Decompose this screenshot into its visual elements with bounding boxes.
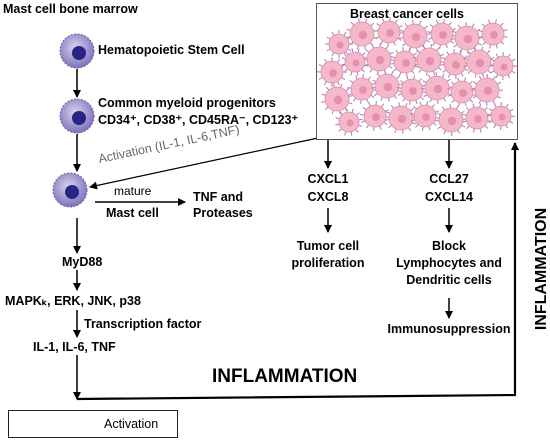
chemokine-cxcl8: CXCL8 — [307, 190, 349, 204]
cancer-cell-icon — [399, 20, 431, 52]
pathway-transcription: Transcription factor — [84, 317, 202, 331]
title: Mast cell bone marrow — [3, 2, 138, 16]
cmp-markers: CD34⁺, CD38⁺, CD45RA⁻, CD123⁺ — [98, 113, 299, 127]
cmp-cell-icon — [59, 98, 95, 134]
cancer-cell-icon — [420, 71, 454, 105]
hsc-label: Hematopoietic Stem Cell — [98, 43, 245, 57]
inflammation-side-label: INFLAMMATION — [533, 207, 550, 331]
cancer-cell-icon — [470, 73, 504, 107]
pathway-myd88: MyD88 — [62, 255, 103, 269]
block-effect-2: Lymphocytes and — [396, 256, 502, 270]
cancer-cell-icon — [410, 101, 440, 131]
tumor-effect-1: Tumor cell — [296, 239, 360, 253]
cancer-cell-icon — [335, 108, 363, 136]
cancer-cell-icon — [451, 22, 483, 54]
legend-label: Activation — [104, 417, 159, 431]
legend-box — [8, 410, 178, 438]
cancer-cell-icon — [478, 19, 508, 49]
cancer-cell-icon — [463, 46, 495, 78]
cancer-cell-icon — [341, 48, 369, 76]
cmp-label: Common myeloid progenitors — [98, 96, 276, 110]
cancer-cell-icon — [346, 18, 378, 50]
cancer-cells-cluster — [316, 17, 518, 137]
immunosuppression-label: Immunosuppression — [387, 322, 511, 336]
cancer-cell-icon — [439, 48, 471, 80]
chemokine-cxcl1: CXCL1 — [307, 172, 349, 186]
inflammation-loop-line — [76, 142, 519, 401]
cancer-cell-icon — [486, 101, 516, 131]
cancer-cell-icon — [371, 70, 403, 102]
cancer-cell-icon — [363, 43, 395, 75]
pathway-mapk: MAPKₖ, ERK, JNK, p38 — [5, 294, 141, 308]
chemokine-cxcl14: CXCL14 — [425, 190, 473, 204]
tnf-label-2: Proteases — [193, 206, 253, 220]
cancer-cell-icon — [316, 56, 348, 88]
cancer-cell-icon — [321, 83, 353, 115]
block-effect-3: Dendritic cells — [406, 273, 492, 287]
cancer-cell-icon — [462, 103, 492, 133]
cancer-cell-icon — [397, 75, 427, 105]
cancer-cell-icon — [385, 102, 417, 134]
cancer-cell-icon — [434, 103, 468, 137]
cancer-cell-icon — [390, 47, 420, 77]
tnf-label-1: TNF and — [193, 190, 243, 204]
inflammation-bottom-label: INFLAMMATION — [212, 366, 358, 387]
cancer-cell-icon — [427, 19, 457, 49]
cancer-cell-icon — [488, 51, 518, 81]
chemokine-ccl27: CCL27 — [429, 172, 469, 186]
cancer-box-title: Breast cancer cells — [350, 7, 464, 21]
mast-cell-icon — [52, 172, 88, 208]
tumor-effect-2: proliferation — [291, 256, 365, 270]
hsc-cell-icon — [59, 33, 95, 69]
arrow-activation — [89, 137, 319, 190]
cancer-cell-icon — [374, 17, 404, 47]
cancer-cell-icon — [347, 74, 377, 104]
cancer-cell-icon — [413, 44, 445, 76]
mature-label: mature — [114, 184, 152, 198]
cancer-cell-icon — [447, 77, 477, 107]
breast-cancer-box — [316, 3, 518, 140]
block-effect-1: Block — [431, 239, 467, 253]
pathway-cytokines: IL-1, IL-6, TNF — [33, 340, 116, 354]
mast-cell-label: Mast cell — [106, 206, 159, 220]
cancer-cell-icon — [360, 101, 390, 131]
